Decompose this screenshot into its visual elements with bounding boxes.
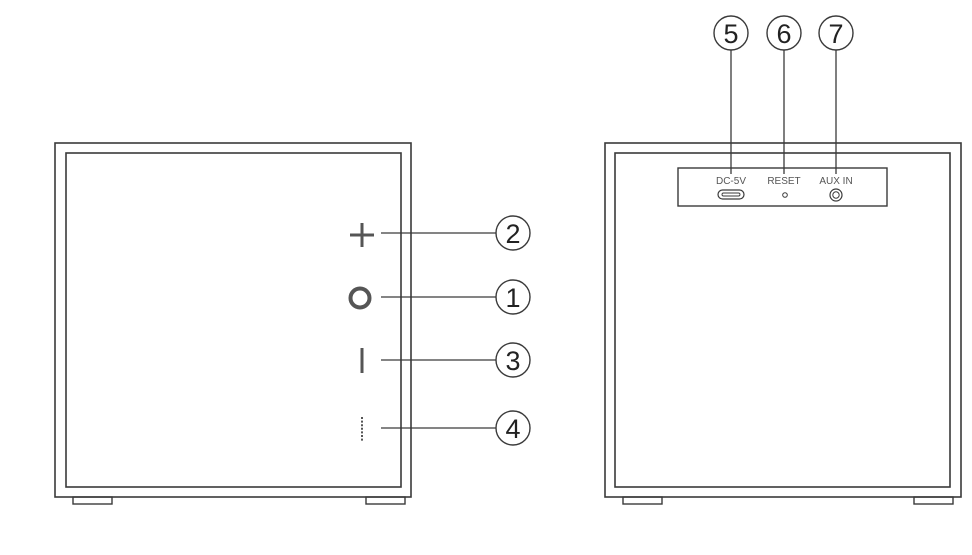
port-panel <box>677 167 888 207</box>
front-outer-frame <box>54 142 412 498</box>
dc-5v-port[interactable] <box>717 189 745 200</box>
callout-badge-1: 1 <box>495 279 531 315</box>
callout-badge-5: 5 <box>713 15 749 51</box>
callout-badge-3: 3 <box>495 342 531 378</box>
callout-badge-6: 6 <box>766 15 802 51</box>
reset-label: RESET <box>767 176 800 187</box>
plus-icon[interactable] <box>350 223 374 247</box>
back-panel <box>614 152 951 488</box>
back-outer-frame <box>604 142 962 498</box>
back-left-foot <box>622 496 663 505</box>
reset-pinhole[interactable] <box>782 192 788 198</box>
aux-in-jack[interactable] <box>829 188 843 202</box>
callout-number: 1 <box>505 283 520 313</box>
callout-number: 3 <box>505 346 520 376</box>
callout-number: 2 <box>505 219 520 249</box>
callout-number: 5 <box>723 19 738 49</box>
callout-number: 6 <box>776 19 791 49</box>
callout-number: 4 <box>505 414 520 444</box>
front-panel <box>65 152 402 488</box>
front-right-foot <box>365 496 406 505</box>
back-right-foot <box>913 496 954 505</box>
callout-badge-7: 7 <box>818 15 854 51</box>
power-icon[interactable] <box>348 286 372 310</box>
dc-port-label: DC-5V <box>716 176 746 187</box>
front-left-foot <box>72 496 113 505</box>
callout-badge-2: 2 <box>495 215 531 251</box>
back-view: DC-5V RESET AUX IN 5 6 7 <box>604 15 962 505</box>
callout-number: 7 <box>828 19 843 49</box>
callout-badge-4: 4 <box>495 410 531 446</box>
aux-in-label: AUX IN <box>819 176 852 187</box>
front-view: 2 1 3 4 <box>54 142 531 505</box>
